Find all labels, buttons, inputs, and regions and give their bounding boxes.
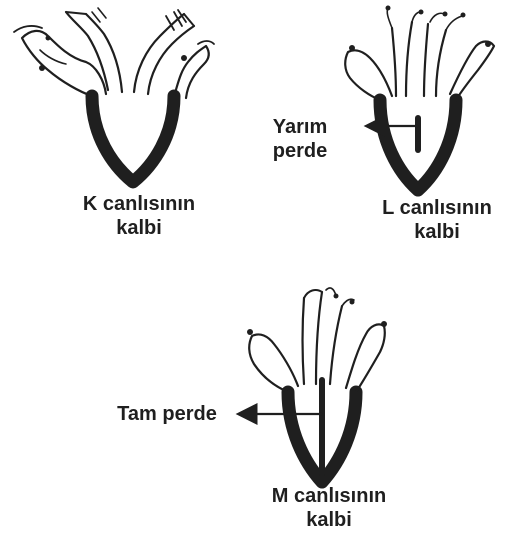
septum-label-l-line1: Yarım	[254, 115, 346, 139]
septum-label-l-line2: perde	[254, 139, 346, 163]
caption-l-line1: L canlısının	[352, 196, 521, 220]
arterial-trunk-right	[134, 14, 184, 92]
heart-k	[14, 8, 214, 182]
heart-l	[345, 6, 494, 191]
caption-k-line1: K canlısının	[54, 192, 224, 216]
caption-m-line1: M canlısının	[244, 484, 414, 508]
atrium-right	[450, 42, 494, 101]
caption-m-line2: kalbi	[244, 508, 414, 532]
heart-m	[240, 288, 387, 482]
septum-label-l: Yarım perde	[254, 115, 346, 163]
caption-m: M canlısının kalbi	[244, 484, 414, 532]
ventricle-wall	[92, 96, 174, 182]
atrium-right	[346, 324, 385, 392]
atrium-left	[345, 50, 392, 100]
caption-k: K canlısının kalbi	[54, 192, 224, 240]
caption-l: L canlısının kalbi	[352, 196, 521, 244]
atrium-left	[249, 334, 298, 392]
caption-l-line2: kalbi	[352, 220, 521, 244]
caption-k-line2: kalbi	[54, 216, 224, 240]
septum-label-m: Tam perde	[94, 402, 240, 426]
atrium-right	[174, 46, 209, 98]
